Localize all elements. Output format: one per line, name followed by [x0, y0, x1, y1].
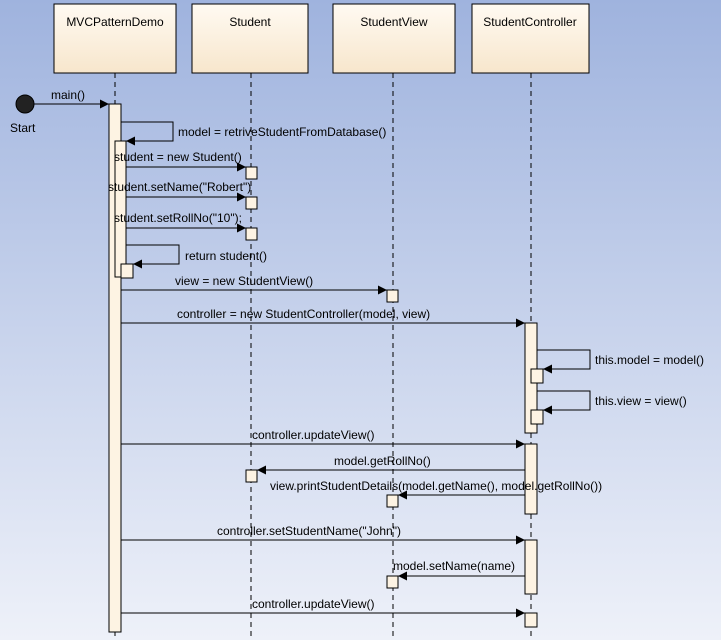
start-node: [15, 94, 35, 114]
message-label: this.model = model(): [595, 353, 704, 367]
participant-student: Student: [191, 3, 309, 74]
participant-label: MVCPatternDemo: [66, 15, 164, 29]
message-label: model.setName(name): [393, 559, 515, 573]
message-label: return student(): [185, 249, 267, 263]
participant-label: StudentView: [360, 15, 427, 29]
message-label-main: main(): [51, 88, 85, 102]
message-arrow-return-student: [126, 244, 180, 269]
activation-studentcontroller-nested: [530, 368, 544, 384]
activation-studentcontroller: [524, 612, 538, 628]
participant-box: [332, 3, 456, 74]
participant-box: [191, 3, 309, 74]
participant-box: [471, 3, 590, 74]
activation-student: [245, 227, 258, 241]
activation-studentview: [386, 575, 399, 589]
message-label: student.setRollNo("10");: [114, 211, 242, 225]
participant-box: [53, 3, 177, 74]
message-label: view.printStudentDetails(model.getName()…: [270, 479, 602, 493]
message-label: controller.updateView(): [252, 597, 375, 611]
participant-label: Student: [229, 15, 271, 29]
activation-student: [245, 196, 258, 210]
participant-studentview: StudentView: [332, 3, 456, 74]
participant-studentcontroller: StudentController: [471, 3, 590, 74]
activation-studentcontroller-nested: [530, 409, 544, 425]
message-label: model = retriveStudentFromDatabase(): [178, 125, 386, 139]
message-label: student = new Student(): [114, 150, 242, 164]
message-arrow-this-view: [537, 390, 591, 415]
activation-student: [245, 166, 258, 180]
message-label: view = new StudentView(): [175, 274, 313, 288]
start-label: Start: [10, 121, 36, 135]
activation-studentcontroller: [524, 539, 538, 595]
message-label: model.getRollNo(): [334, 454, 431, 468]
activation-return-student: [120, 263, 134, 279]
activation-studentcontroller: [524, 443, 538, 515]
message-label: controller.updateView(): [252, 428, 375, 442]
message-label: controller.setStudentName("John"): [217, 524, 401, 538]
participant-label: StudentController: [483, 15, 576, 29]
message-label: controller = new StudentController(model…: [177, 307, 430, 321]
message-arrow-this-model: [537, 349, 591, 374]
message-label: this.view = view(): [595, 394, 687, 408]
activation-student: [245, 469, 258, 483]
activation-studentview: [386, 289, 399, 303]
message-arrow-retrive-student: [121, 121, 174, 146]
message-label: student.setName("Robert"): [108, 180, 251, 194]
participant-mvcpatterndemo: MVCPatternDemo: [53, 3, 177, 74]
activation-studentview: [386, 494, 399, 508]
